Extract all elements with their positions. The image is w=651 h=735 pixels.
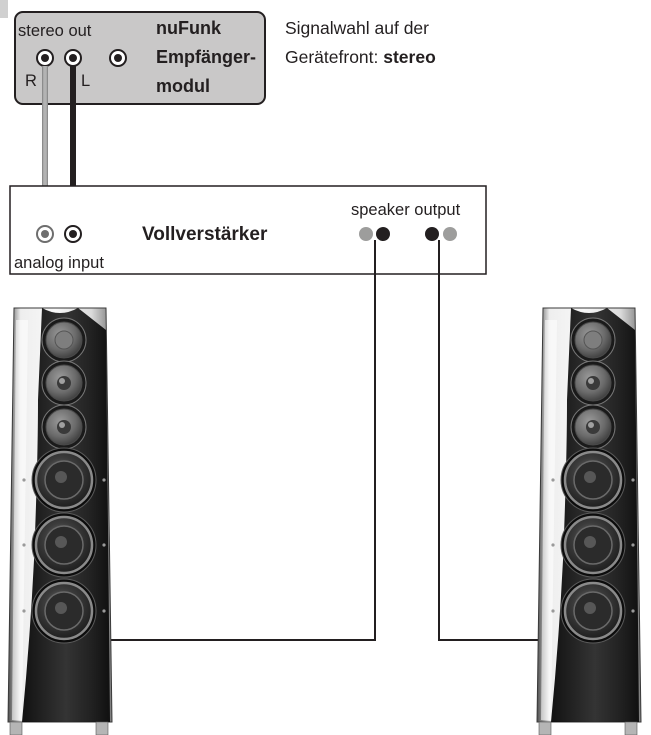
amplifier-box	[9, 185, 487, 275]
speaker-foot	[95, 721, 109, 735]
speaker-terminal-left-plus	[376, 227, 390, 241]
speaker-driver-tweeter	[570, 317, 616, 363]
speaker-driver-midrange	[41, 404, 87, 450]
corner-mark	[0, 0, 8, 18]
module-title-line1: nuFunk	[156, 18, 222, 38]
speaker-foot	[538, 721, 552, 735]
signal-note-line2: Gerätefront: stereo	[285, 47, 436, 67]
speaker-driver-midrange	[570, 404, 616, 450]
speaker-foot	[624, 721, 638, 735]
signal-note-line1: Signalwahl auf der	[285, 18, 429, 38]
stereo-out-label: stereo out	[18, 22, 92, 40]
receiver-module-box	[14, 11, 266, 105]
amplifier-title: Vollverstärker	[142, 224, 268, 245]
rca-jack-left	[64, 49, 82, 67]
speaker-cable-left	[104, 240, 376, 641]
speaker-right	[536, 307, 642, 735]
speaker-output-label: speaker output	[351, 201, 461, 219]
speaker-terminal-right-plus	[425, 227, 439, 241]
speaker-driver-tweeter	[41, 317, 87, 363]
speaker-terminal-left-minus	[359, 227, 373, 241]
speaker-highlight	[12, 320, 28, 720]
amplifier: Vollverstärker analog input speaker outp…	[9, 185, 487, 275]
module-title-line3: modul	[156, 76, 210, 96]
channel-left-label: L	[81, 72, 90, 90]
analog-input-jack-right	[36, 225, 54, 243]
receiver-module: stereo out R L nuFunk Empfänger- modul	[14, 11, 266, 105]
analog-input-label: analog input	[14, 254, 104, 272]
speaker-terminal-right-minus	[443, 227, 457, 241]
speaker-highlight	[541, 320, 557, 720]
speaker-driver-woofer	[551, 578, 635, 644]
channel-right-label: R	[25, 72, 37, 90]
rca-jack-mono	[109, 49, 127, 67]
speaker-driver-midrange	[41, 360, 87, 406]
speaker-driver-midrange	[570, 360, 616, 406]
module-title-line2: Empfänger-	[156, 47, 256, 67]
signal-note-prefix: Gerätefront:	[285, 47, 383, 67]
analog-input-jack-left	[64, 225, 82, 243]
speaker-driver-woofer	[551, 447, 635, 513]
rca-jack-right	[36, 49, 54, 67]
speaker-left	[7, 307, 113, 735]
speaker-driver-woofer	[22, 447, 106, 513]
speaker-driver-woofer	[22, 512, 106, 578]
speaker-cable-right	[438, 240, 556, 641]
speaker-driver-woofer	[551, 512, 635, 578]
signal-note-value: stereo	[383, 47, 436, 67]
speaker-foot	[9, 721, 23, 735]
speaker-driver-woofer	[22, 578, 106, 644]
